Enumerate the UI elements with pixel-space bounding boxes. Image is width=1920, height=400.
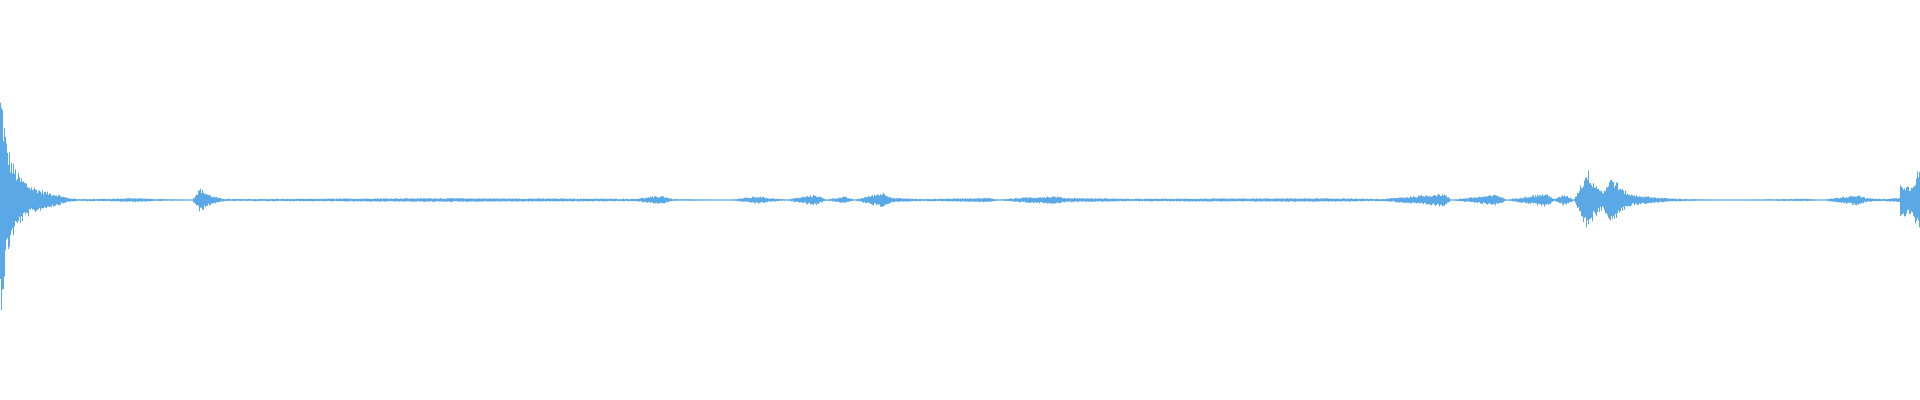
waveform-samples bbox=[0, 102, 1920, 310]
